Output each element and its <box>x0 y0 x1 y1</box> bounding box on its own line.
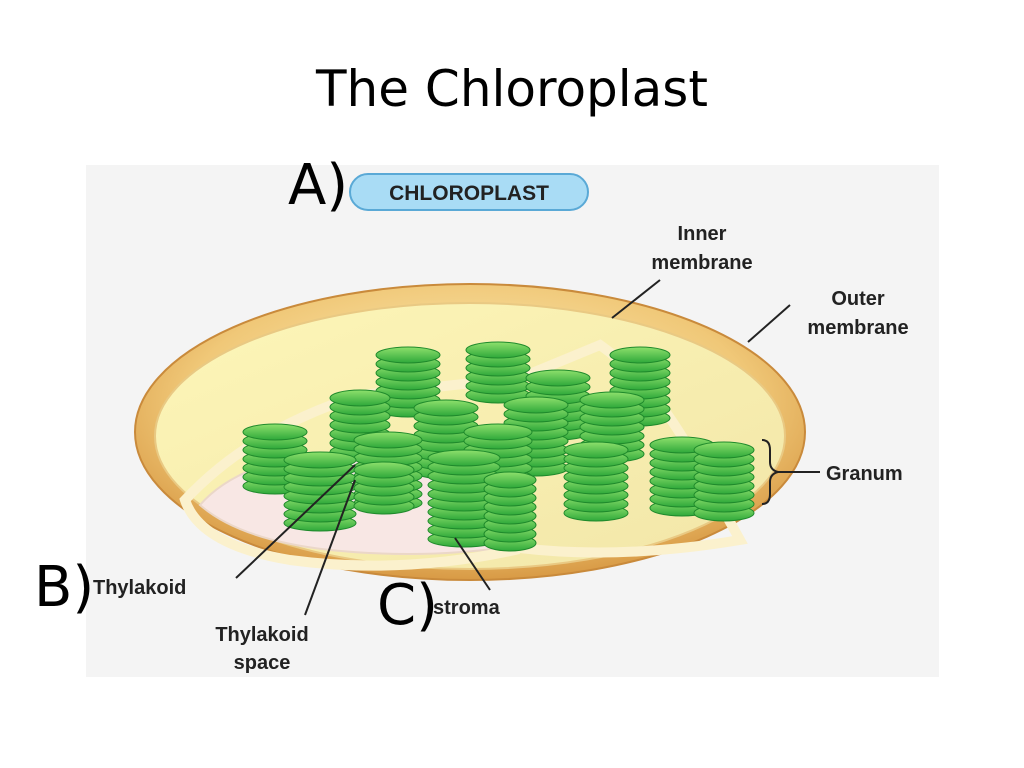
thylakoid-disc <box>353 431 423 449</box>
granum-stack <box>563 441 629 522</box>
outer-membrane-label-line2: membrane <box>807 317 908 339</box>
letter-b: B) <box>34 555 95 620</box>
stroma-leader <box>454 537 491 591</box>
granum-stack <box>483 471 537 552</box>
outer-membrane-label-line1: Outer <box>831 288 885 310</box>
stroma-label: stroma <box>433 597 501 619</box>
inner-membrane-label-line1: Inner <box>678 223 727 245</box>
thylakoid-disc <box>463 423 533 441</box>
thylakoid-disc <box>242 423 308 441</box>
chloroplast-banner <box>349 173 589 211</box>
granum-stack <box>465 341 531 404</box>
thylakoid-disc <box>465 341 531 359</box>
thylakoid-leader <box>235 464 356 579</box>
granum-label: Granum <box>826 463 903 485</box>
thylakoid-disc <box>693 441 755 459</box>
thylakoid-disc <box>525 369 591 387</box>
letter-c: C) <box>377 573 438 638</box>
thylakoid-disc <box>375 346 441 364</box>
thylakoid-disc <box>579 391 645 409</box>
thylakoid-disc <box>329 389 391 407</box>
thylakoid-space-leader <box>304 479 356 616</box>
thylakoid-disc <box>427 449 501 467</box>
thylakoid-disc <box>283 451 357 469</box>
thylakoid-disc <box>609 346 671 364</box>
thylakoid-space-label-line1: Thylakoid <box>215 624 308 646</box>
granum-stack <box>503 396 569 477</box>
thylakoid-disc <box>563 441 629 459</box>
granum-stack <box>693 441 755 522</box>
outer-membrane-leader <box>747 304 791 343</box>
thylakoid-disc <box>353 461 415 479</box>
thylakoid-label: Thylakoid <box>93 577 186 599</box>
granum-stack <box>283 451 357 532</box>
thylakoid-disc <box>483 471 537 489</box>
inner-membrane-leader <box>611 279 661 319</box>
inner-membrane-label-line2: membrane <box>651 252 752 274</box>
slide-title: The Chloroplast <box>316 60 708 118</box>
chloroplast-banner-text: CHLOROPLAST <box>389 182 549 205</box>
thylakoid-disc <box>413 399 479 417</box>
grana-stacks <box>242 341 755 552</box>
letter-a: A) <box>288 153 349 218</box>
thylakoid-disc <box>503 396 569 414</box>
thylakoid-space-label-line2: space <box>234 652 291 674</box>
granum-stack <box>353 461 415 515</box>
